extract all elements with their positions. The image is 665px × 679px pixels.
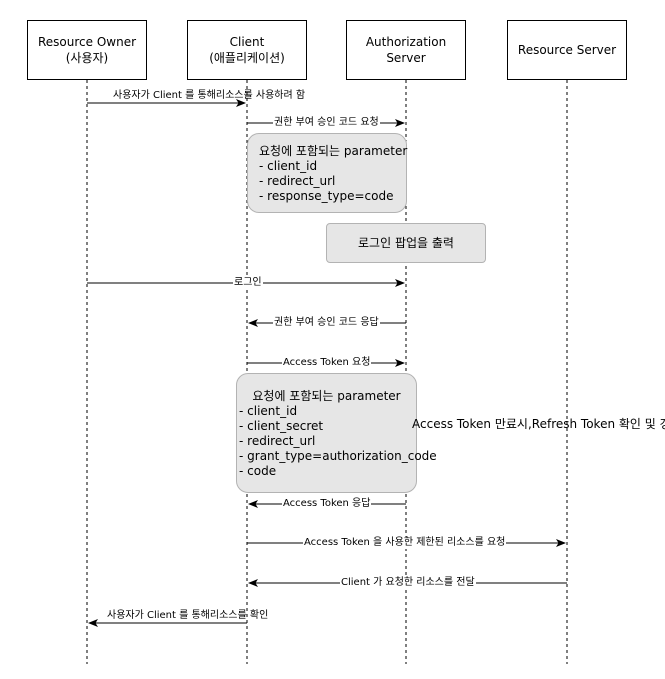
note-text: 로그인 팝업을 출력 [358,235,454,250]
note-line: - code [239,464,277,478]
note-line: - redirect_url [259,174,336,188]
actor-subtitle: (사용자) [65,51,109,65]
actor-subtitle: (애플리케이션) [209,51,285,65]
message-label-resource-deliver: Client 가 요청한 리소스를 전달 [340,577,476,589]
actor-name: Resource Server [517,43,617,57]
message-label-code-response: 권한 부여 승인 코드 응답 [273,317,380,329]
message-label-resource-request: Access Token 을 사용한 제한된 리소스를 요청 [303,537,507,549]
actor-authorization-server: Authorization Server [346,20,466,80]
message-label-token-response: Access Token 응답 [282,498,372,510]
note-line: - response_type=code [259,189,394,203]
message-label-code-request: 권한 부여 승인 코드 요청 [273,117,380,129]
note-line: - client_id [259,159,318,173]
message-line: 사용자가 Client 를 통해 [107,610,210,621]
note-title: 요청에 포함되는 parameter [252,389,401,403]
message-label-token-request: Access Token 요청 [282,357,372,369]
message-line: 리소스를 확인 [209,610,269,621]
note-token-request-params: 요청에 포함되는 parameter - client_id - client_… [236,373,437,493]
note-line: - grant_type=authorization_code [239,449,437,463]
actor-resource-owner: Resource Owner (사용자) [27,20,147,80]
note-login-popup: 로그인 팝업을 출력 [326,223,486,263]
side-note-token-refresh: Access Token 만료시,Refresh Token 확인 및 갱신 [412,416,665,432]
actor-resource-server: Resource Server [507,20,627,80]
note-line: - client_id [239,404,298,418]
message-label-use-resource: 사용자가 Client 를 통해리소스를 사용하려 함 [112,90,305,102]
actor-client: Client (애플리케이션) [187,20,307,80]
side-note-line: Refresh Token 확인 및 갱신 [531,417,665,431]
note-line: - redirect_url [239,434,316,448]
message-line: 사용자가 Client 를 통해 [113,90,216,101]
message-label-confirm-resource: 사용자가 Client 를 통해리소스를 확인 [106,610,268,622]
actor-name: Client [229,35,265,49]
note-title: 요청에 포함되는 parameter [259,144,408,158]
message-line: 리소스를 사용하려 함 [215,90,306,101]
actor-name: Authorization Server [365,35,447,65]
note-line: - client_secret [239,419,324,433]
note-code-request-params: 요청에 포함되는 parameter - client_id - redirec… [247,133,407,213]
side-note-line: Access Token 만료시, [412,417,532,431]
message-label-login: 로그인 [233,277,263,289]
actor-name: Resource Owner [37,35,137,49]
